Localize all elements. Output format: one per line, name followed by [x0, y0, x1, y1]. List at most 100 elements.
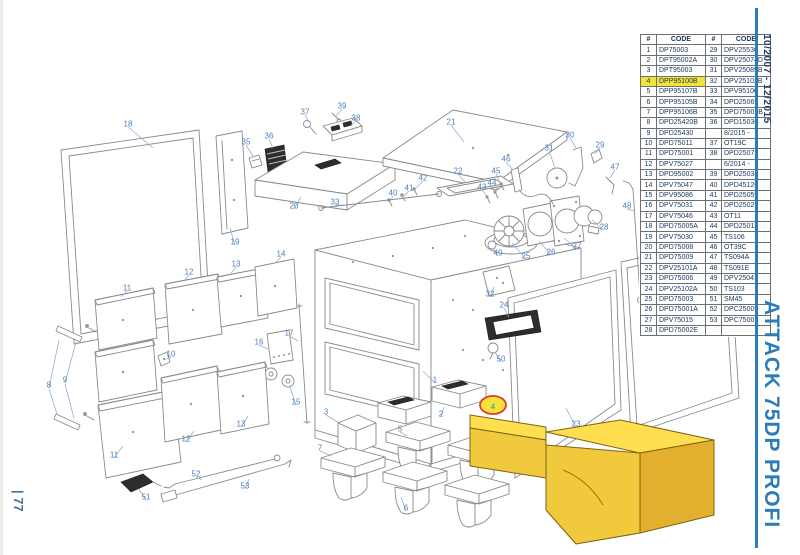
part-19-side-strip: [215, 130, 249, 235]
part-code-cell: TS091E: [721, 262, 771, 275]
callout-leader: [163, 356, 172, 361]
part-number-cell: 37: [705, 137, 722, 150]
part-callout-46: 46: [502, 155, 511, 164]
part-code-cell: 6/2014 -: [721, 158, 771, 171]
part-code-cell: DPT95003: [656, 65, 706, 77]
part-2-nozzle-blocks: [377, 379, 487, 425]
callout-leader: [245, 144, 254, 157]
callout-leader: [64, 341, 77, 384]
part-number-cell: 12: [640, 158, 657, 171]
part-number-cell: 47: [705, 252, 722, 264]
part-callout-9: 9: [63, 376, 68, 385]
part-code-cell: DPD75009: [656, 252, 706, 264]
part-47-elbow: [605, 176, 615, 195]
callout-leader: [492, 247, 499, 257]
part-code-cell: DPD25430: [656, 127, 706, 139]
callout-leader: [494, 351, 502, 363]
part-code-cell: DPV75047: [656, 179, 706, 191]
part-code-cell: DPD25059: [721, 189, 771, 202]
part-number-cell: 24: [640, 283, 657, 295]
callout-leader: [240, 415, 249, 428]
part-callout-25: 25: [522, 252, 531, 261]
part-number-cell: 46: [705, 241, 722, 254]
part-25-fan-impeller: [493, 215, 525, 247]
callout-leader: [268, 138, 274, 149]
callout-leader: [48, 339, 60, 389]
part-callout-2: 2: [439, 410, 444, 419]
callout-leader: [594, 147, 601, 155]
callout-leader: [400, 496, 407, 512]
part-callout-47: 47: [611, 163, 620, 172]
part-code-cell: DPD25073: [721, 148, 771, 160]
page-number: | 77: [11, 490, 26, 512]
part-21-top-panel: [382, 109, 568, 191]
part-26-fan-gasket: [522, 202, 558, 247]
part-38-control-box: [322, 117, 363, 142]
callout-leader: [481, 189, 488, 197]
parts-12-13-14-panels-upper: [164, 258, 298, 345]
part-callout-27: 27: [573, 242, 582, 251]
part-number-cell: 43: [705, 210, 722, 223]
part-code-cell: TS103: [721, 283, 771, 295]
part-callout-31: 31: [545, 144, 554, 153]
part-number-cell: 42: [705, 200, 722, 212]
part-callout-1: 1: [433, 376, 438, 385]
part-number-cell: [705, 158, 722, 171]
part-number-cell: 39: [705, 169, 722, 181]
part-33-rod: [318, 191, 442, 211]
part-callout-7: 7: [318, 444, 323, 453]
callout-leader: [304, 114, 310, 123]
part-number-cell: 4: [640, 75, 657, 87]
part-code-cell: DPV75015: [656, 314, 706, 326]
part-callout-33: 33: [331, 198, 340, 207]
part-number-cell: 41: [705, 189, 722, 202]
part-callout-13: 13: [237, 420, 246, 429]
part-number-cell: 27: [640, 314, 657, 326]
part-number-cell: 50: [705, 283, 722, 295]
callout-leader: [491, 185, 496, 193]
part-number-cell: 26: [640, 304, 657, 316]
part-number-cell: 22: [640, 262, 657, 275]
callout-leader: [244, 478, 250, 490]
part-number-cell: 7: [640, 106, 657, 119]
callout-leader: [399, 431, 408, 437]
callout-leader: [195, 476, 203, 481]
part-callout-23: 23: [572, 420, 581, 429]
callout-leader: [293, 196, 302, 210]
callout-leader: [319, 450, 333, 457]
part-28-fan-motor: [573, 205, 603, 235]
part-number-cell: 2: [640, 54, 657, 67]
part-number-cell: 21: [640, 252, 657, 264]
part-callout-42: 42: [419, 174, 428, 183]
callout-leader: [349, 120, 357, 127]
part-code-cell: DPP95106B: [656, 106, 706, 119]
part-callout-40: 40: [389, 189, 398, 198]
part-code-cell: DPD25029: [721, 200, 771, 212]
part-number-cell: 16: [640, 200, 657, 212]
callout-leader: [450, 124, 465, 143]
callout-leader: [138, 488, 147, 501]
part-number-cell: 19: [640, 231, 657, 243]
part-code-cell: DPD25420B: [656, 117, 706, 129]
part-31-disc: [546, 167, 568, 189]
part-number-cell: 3: [640, 65, 657, 77]
part-code-cell: DPV75046: [656, 210, 706, 223]
part-number-cell: 20: [640, 241, 657, 254]
part-callout-11: 11: [110, 451, 119, 460]
part-number-cell: 13: [640, 169, 657, 181]
part-number-cell: 40: [705, 179, 722, 191]
callout-leader: [457, 173, 466, 183]
part-callout-41: 41: [405, 184, 414, 193]
part-number-cell: 18: [640, 221, 657, 233]
part-code-cell: DPV25102A: [656, 283, 706, 295]
